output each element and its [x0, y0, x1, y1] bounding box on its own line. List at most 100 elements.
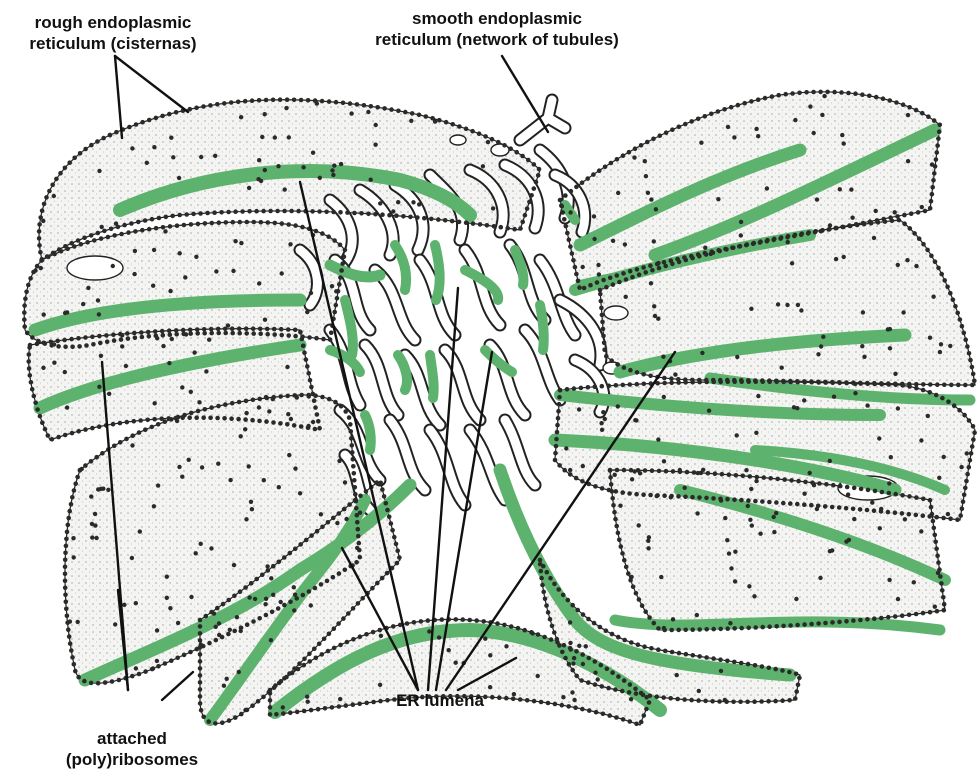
ribosome — [834, 257, 838, 261]
ribosome-edge — [545, 570, 550, 575]
ribosome-edge — [881, 96, 886, 101]
ribosome-edge — [942, 608, 947, 613]
ribosome — [176, 621, 180, 625]
ribosome-edge — [880, 490, 885, 495]
ribosome-edge — [972, 379, 977, 384]
ribosome-edge — [485, 223, 490, 228]
ribosome-edge — [602, 348, 607, 353]
ribosome-edge — [342, 507, 347, 512]
ribosome — [332, 163, 336, 167]
ribosome-edge — [223, 402, 228, 407]
ribosome-edge — [780, 698, 785, 703]
ribosome-edge — [317, 209, 322, 214]
ribosome — [338, 697, 342, 701]
ribosome-edge — [793, 233, 798, 238]
ribosome — [68, 619, 72, 623]
ribosome-edge — [298, 330, 303, 335]
ribosome-edge — [651, 137, 656, 142]
ribosome-edge — [703, 699, 708, 704]
ribosome-edge — [122, 223, 127, 228]
ribosome-edge — [727, 472, 732, 477]
ribosome-edge — [70, 431, 75, 436]
ribosome-edge — [227, 718, 232, 723]
ribosome-edge — [616, 674, 621, 679]
ribosome-edge — [236, 417, 241, 422]
ribosome-edge — [830, 505, 835, 510]
ribosome-edge — [536, 632, 541, 637]
ribosome-edge — [670, 650, 675, 655]
ribosome-edge — [561, 210, 566, 215]
ribosome — [409, 119, 413, 123]
ribosome-edge — [70, 345, 75, 350]
ribosome-edge — [958, 317, 963, 322]
ribosome-edge — [332, 238, 337, 243]
ribosome-edge — [56, 344, 61, 349]
ribosome-edge — [901, 102, 906, 107]
ribosome-edge — [198, 659, 203, 664]
ribosome — [772, 515, 776, 519]
ribosome-edge — [209, 610, 214, 615]
ribosome-edge — [100, 451, 105, 456]
ribosome-edge — [753, 379, 758, 384]
ribosome-edge — [293, 223, 298, 228]
ribosome-edge — [648, 263, 653, 268]
ribosome — [214, 269, 218, 273]
ribosome — [433, 119, 437, 123]
ribosome-edge — [273, 221, 278, 226]
ribosome-edge — [288, 600, 293, 605]
ribosome-edge — [265, 396, 270, 401]
ribosome-edge — [63, 433, 68, 438]
ribosome — [197, 400, 201, 404]
ribosome — [577, 407, 581, 411]
ribosome-edge — [803, 480, 808, 485]
ribosome-edge — [380, 487, 385, 492]
ribosome-edge — [734, 473, 739, 478]
ribosome — [209, 546, 213, 550]
ribosome-edge — [203, 221, 208, 226]
ribosome-edge — [181, 328, 186, 333]
er-lumen-18 — [395, 245, 406, 290]
ribosome-edge — [916, 210, 921, 215]
ribosome-edge — [794, 672, 799, 677]
ribosome-edge — [534, 180, 539, 185]
ribosome-edge — [718, 657, 723, 662]
ribosome-edge — [921, 382, 926, 387]
ribosome-edge — [675, 697, 680, 702]
ribosome-edge — [334, 303, 339, 308]
ribosome-edge — [939, 581, 944, 586]
ribosome-edge — [355, 102, 360, 107]
ribosome-edge — [529, 193, 534, 198]
ribosome-edge — [796, 479, 801, 484]
ribosome-edge — [351, 606, 356, 611]
ribosome-edge — [930, 192, 935, 197]
ribosome-edge — [82, 236, 87, 241]
ribosome — [802, 398, 806, 402]
ribosome-edge — [615, 157, 620, 162]
ribosome — [564, 446, 568, 450]
ribosome — [292, 585, 296, 589]
ribosome — [132, 272, 136, 276]
ribosome-edge — [332, 646, 337, 651]
ribosome-edge — [949, 383, 954, 388]
ribosome-edge — [52, 252, 57, 257]
ribosome-edge — [907, 105, 912, 110]
ribosome-edge — [563, 193, 568, 198]
ribosome — [411, 200, 415, 204]
ribosome-edge — [626, 571, 631, 576]
ribosome — [183, 275, 187, 279]
ribosome — [703, 246, 707, 250]
ribosome-edge — [156, 664, 161, 669]
ribosome-edge — [352, 211, 357, 216]
ribosome-edge — [278, 394, 283, 399]
ribosome-edge — [697, 495, 702, 500]
ribosome-edge — [811, 90, 816, 95]
ribosome-edge — [628, 682, 633, 687]
ribosome-edge — [292, 98, 297, 103]
ribosome-edge — [293, 334, 298, 339]
ribosome — [512, 692, 516, 696]
ribosome — [89, 494, 93, 498]
ribosome-edge — [907, 512, 912, 517]
ribosome — [942, 455, 946, 459]
ribosome-edge — [189, 222, 194, 227]
ribosome-edge — [609, 358, 614, 363]
